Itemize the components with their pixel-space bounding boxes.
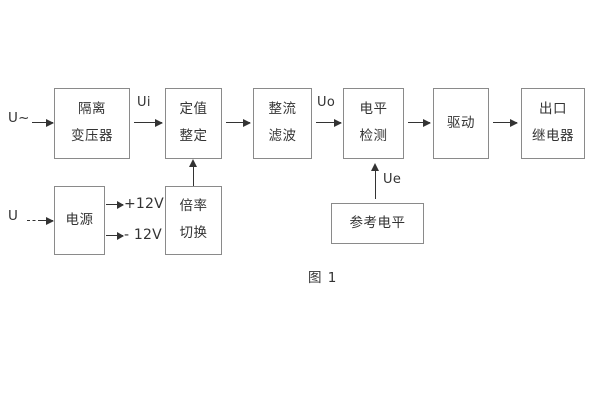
ac-input-arrow	[32, 118, 54, 127]
block-rectify-filter-line2: 滤波	[268, 128, 297, 144]
block-power-supply-line1: 电源	[65, 211, 94, 228]
block-rectify-filter: 整流 滤波	[253, 88, 312, 159]
block-setting-value-line2: 整定	[179, 128, 208, 144]
block-reference-level-line1: 参考电平	[349, 214, 406, 231]
block-level-detection-line1: 电平	[359, 101, 388, 118]
block-isolation-transformer-line1: 隔离	[78, 101, 106, 118]
dc-input-arrow	[38, 216, 54, 225]
signal-ui-label: Ui	[137, 95, 151, 110]
negative-rail-arrow	[106, 232, 124, 241]
positive-rail-label: +12V	[124, 196, 164, 212]
figure-caption: 图 1	[308, 270, 338, 286]
dc-input-label: U	[8, 208, 19, 224]
block-level-detection: 电平 检测	[343, 88, 404, 159]
level-to-drive-arrow	[408, 118, 431, 127]
block-output-relay-line1: 出口	[539, 101, 567, 118]
block-setting-value: 定值 整定	[165, 88, 222, 159]
block-isolation-transformer-line2: 变压器	[71, 128, 113, 144]
signal-ue-label: Ue	[383, 172, 402, 187]
uo-arrow	[316, 118, 342, 127]
drive-to-relay-arrow	[493, 118, 518, 127]
ui-arrow	[134, 118, 163, 127]
block-setting-value-line1: 定值	[179, 101, 208, 118]
block-drive-line1: 驱动	[447, 114, 475, 131]
block-drive: 驱动	[433, 88, 489, 159]
block-power-supply: 电源	[54, 186, 105, 255]
block-rectify-filter-line1: 整流	[268, 101, 297, 118]
reference-to-level-arrow	[371, 163, 380, 199]
positive-rail-arrow	[106, 201, 124, 210]
ac-input-label: U~	[8, 110, 30, 126]
block-multiplier-switch-line2: 切换	[179, 225, 208, 241]
block-multiplier-switch: 倍率 切换	[165, 186, 222, 255]
dc-input-dashed-lead	[27, 220, 41, 221]
block-level-detection-line2: 检测	[359, 128, 388, 144]
block-output-relay: 出口 继电器	[521, 88, 585, 159]
block-isolation-transformer: 隔离 变压器	[54, 88, 130, 159]
multiplier-to-setting-arrow	[189, 159, 198, 186]
block-output-relay-line2: 继电器	[532, 128, 574, 144]
block-multiplier-switch-line1: 倍率	[179, 198, 208, 215]
block-reference-level: 参考电平	[331, 203, 424, 244]
negative-rail-label: - 12V	[124, 227, 162, 243]
signal-uo-label: Uo	[317, 95, 336, 110]
setting-to-rectify-arrow	[226, 118, 251, 127]
